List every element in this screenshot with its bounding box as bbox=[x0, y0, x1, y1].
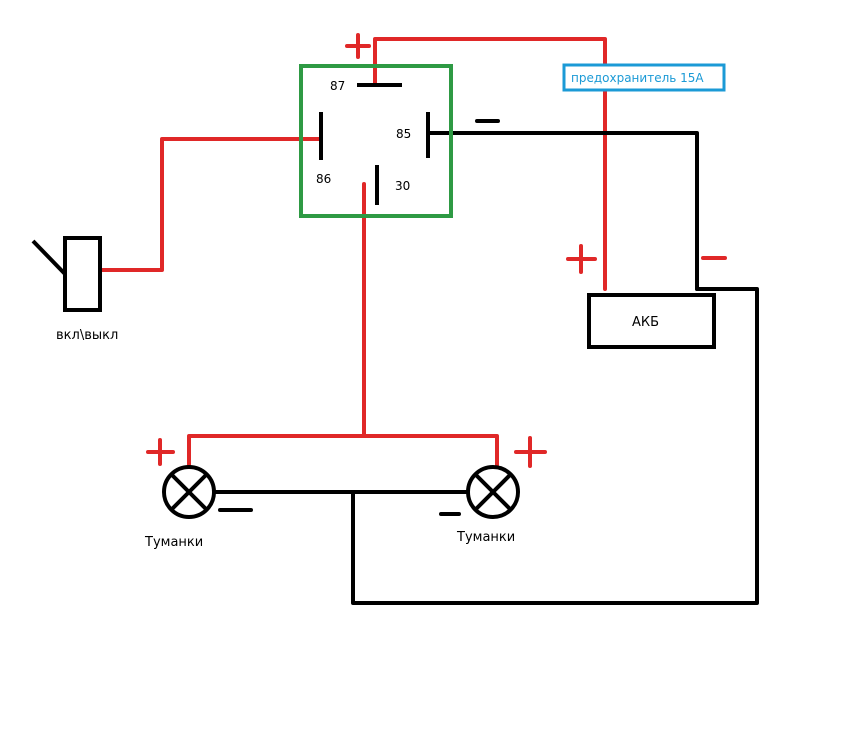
wire-battery-ground-loop bbox=[351, 287, 759, 605]
switch-body bbox=[63, 236, 102, 312]
pin-86-label: 86 bbox=[316, 172, 331, 186]
positive-wires bbox=[98, 37, 607, 470]
lamp-right-label: Туманки bbox=[456, 530, 515, 545]
battery-box bbox=[587, 293, 716, 349]
wire-switch-to-86 bbox=[98, 137, 323, 272]
battery: АКБ bbox=[587, 293, 716, 349]
fuse: предохранитель 15А bbox=[562, 63, 726, 92]
pin-30-label: 30 bbox=[395, 179, 410, 193]
wire-85-to-battery bbox=[426, 131, 699, 291]
wire-87-to-battery bbox=[373, 37, 607, 291]
relay-box bbox=[299, 64, 453, 218]
ground-wires bbox=[212, 131, 759, 605]
fuse-label: предохранитель 15А bbox=[571, 71, 704, 85]
fuse-box bbox=[562, 63, 726, 92]
plus-icon-battery bbox=[566, 244, 597, 274]
switch: вкл\выкл bbox=[31, 236, 118, 343]
fog-lamp-left: Туманки bbox=[144, 465, 216, 550]
plus-marks bbox=[146, 33, 597, 468]
plus-icon-lamp-right bbox=[514, 436, 547, 468]
battery-label: АКБ bbox=[632, 315, 659, 330]
fog-lamp-right: Туманки bbox=[456, 465, 520, 545]
pin-85-label: 85 bbox=[396, 127, 411, 141]
wire-lamp-positive-bus bbox=[187, 434, 499, 470]
lamp-left-label: Туманки bbox=[144, 535, 203, 550]
switch-label: вкл\выкл bbox=[56, 328, 118, 343]
minus-marks bbox=[218, 119, 727, 516]
pin-87-label: 87 bbox=[330, 79, 345, 93]
lamp-left-cross-b bbox=[169, 472, 209, 512]
relay: 87 85 86 30 bbox=[299, 64, 453, 218]
lamp-right-cross-b bbox=[473, 472, 513, 512]
plus-icon-relay bbox=[345, 33, 371, 59]
plus-icon-lamp-left bbox=[146, 438, 175, 466]
switch-lever bbox=[31, 239, 67, 276]
